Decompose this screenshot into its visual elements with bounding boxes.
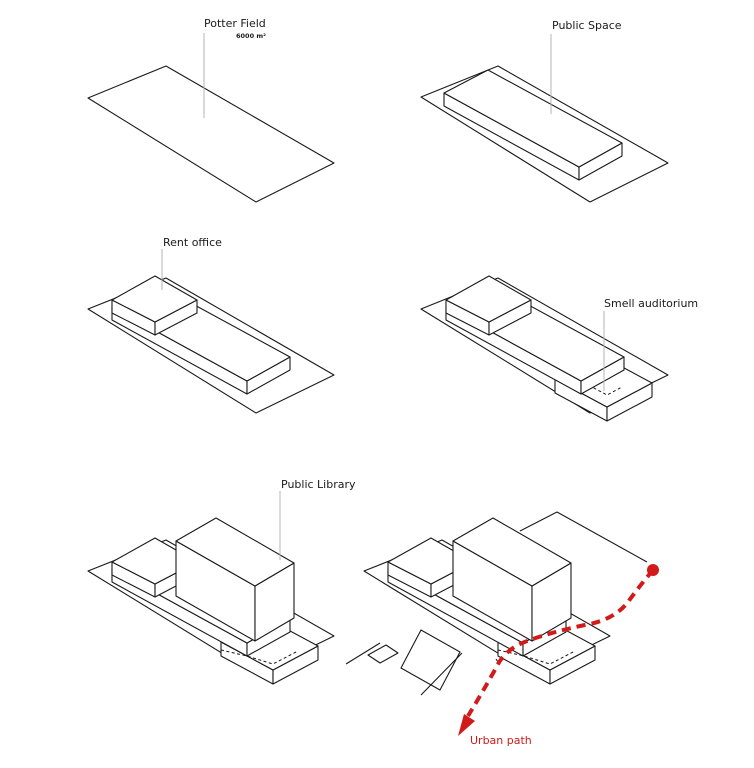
panel-potter-field: Potter Field 6000 m²	[87, 17, 335, 203]
panel-rent-office: Rent office	[87, 236, 335, 414]
label-urban-path: Urban path	[470, 734, 532, 747]
library-top-face	[452, 517, 572, 587]
context-building	[367, 644, 399, 664]
office-top-face	[111, 275, 198, 323]
panel-small-auditorium: Smell auditorium	[420, 275, 698, 422]
context-street-line	[345, 642, 381, 665]
urban-path-route	[466, 568, 655, 718]
label-small-auditorium: Smell auditorium	[604, 297, 698, 310]
site-plane	[420, 65, 669, 203]
library-top-face	[175, 517, 295, 587]
label-potter-area: 6000 m²	[236, 32, 266, 40]
label-public-library: Public Library	[281, 478, 356, 491]
panel-public-space: Public Space	[420, 19, 669, 203]
context-building	[400, 629, 461, 691]
panel-public-library: Public Library	[87, 478, 356, 685]
panel-urban-path: Urban path	[345, 511, 659, 747]
label-potter-field: Potter Field	[204, 17, 266, 30]
urban-path-arrowhead	[458, 714, 475, 736]
office-top-face	[445, 275, 532, 323]
label-public-space: Public Space	[552, 19, 622, 32]
label-rent-office: Rent office	[163, 236, 222, 249]
site-plane	[87, 65, 335, 203]
context-street-line	[420, 652, 463, 696]
slab-top-face	[443, 69, 623, 168]
auditorium-hidden-edge	[497, 649, 576, 665]
context-site-line	[519, 511, 648, 563]
auditorium-hidden-edge	[220, 649, 299, 665]
